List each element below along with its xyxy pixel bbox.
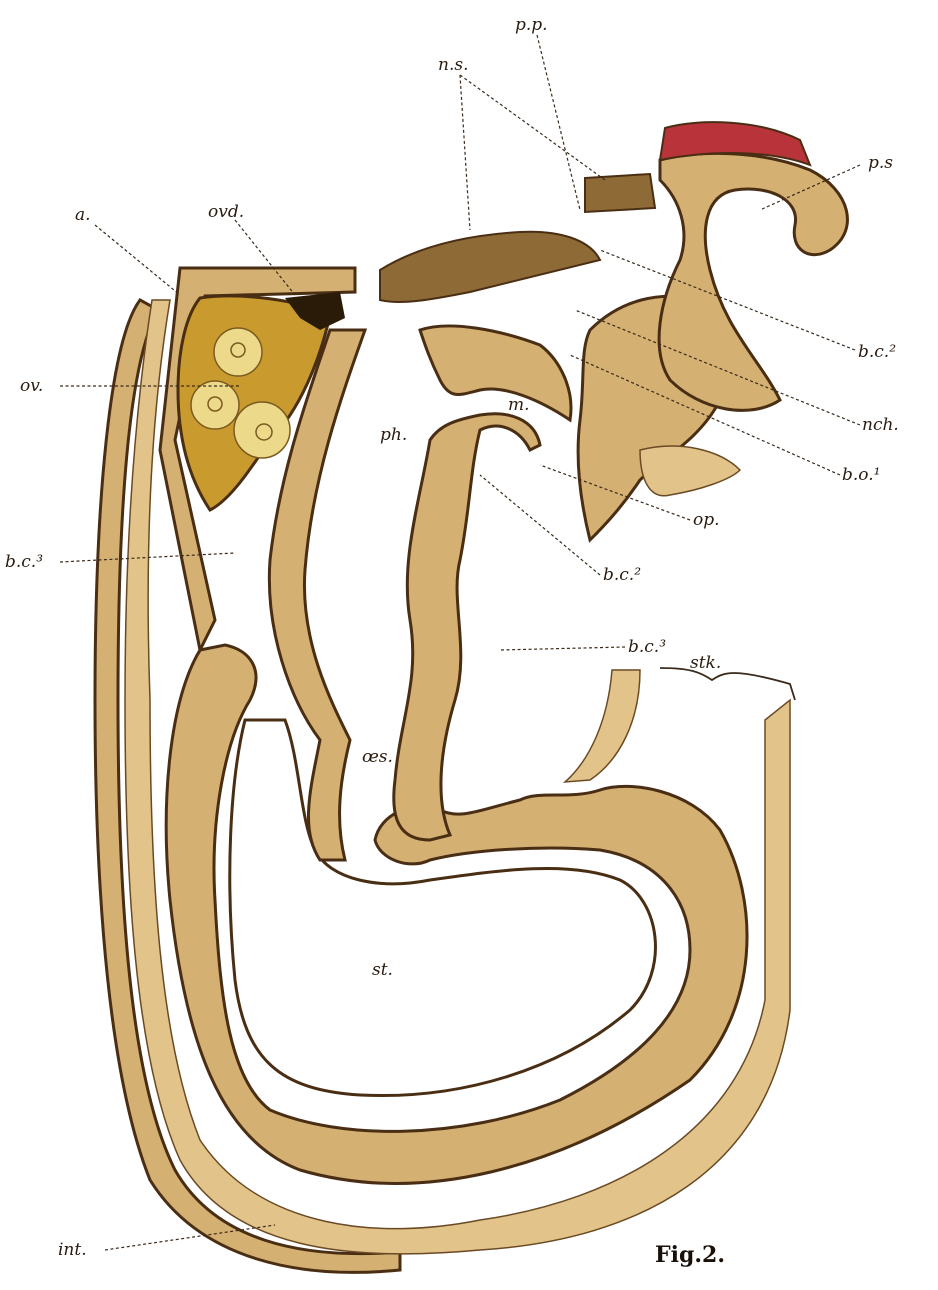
label-int: int. <box>58 1240 87 1260</box>
esophagus-right-wall <box>394 414 540 840</box>
label-bc3-mid: b.c.³ <box>628 637 666 657</box>
pharynx-upper-mass <box>420 326 571 420</box>
label-bo1: b.o.¹ <box>842 465 880 485</box>
label-ps: p.s <box>868 153 893 173</box>
stalk-brace <box>660 668 795 700</box>
label-pp: p.p. <box>515 15 548 35</box>
stalk-band <box>565 670 640 782</box>
label-stk: stk. <box>690 653 721 673</box>
figure-caption: Fig.2. <box>655 1242 725 1268</box>
label-st: st. <box>372 960 393 980</box>
label-m: m. <box>508 395 530 415</box>
egg-3 <box>234 402 290 458</box>
label-ov: ov. <box>20 376 43 396</box>
label-a: a. <box>75 205 91 225</box>
label-oes: œs. <box>362 747 393 767</box>
notochord-region <box>640 446 740 496</box>
label-op: op. <box>693 510 720 530</box>
pp-block <box>585 174 655 212</box>
upper-right-body <box>659 153 847 410</box>
dorsal-nerve-band <box>380 232 600 302</box>
label-ns: n.s. <box>438 55 468 75</box>
label-nch: nch. <box>862 415 899 435</box>
egg-2 <box>191 381 239 429</box>
label-bc2-lower: b.c.² <box>603 565 641 585</box>
label-bc2-upper: b.c.² <box>858 342 896 362</box>
label-bc3-left: b.c.³ <box>5 552 43 572</box>
label-ph: ph. <box>380 425 407 445</box>
label-ovd: ovd. <box>208 202 244 222</box>
egg-1 <box>214 328 262 376</box>
